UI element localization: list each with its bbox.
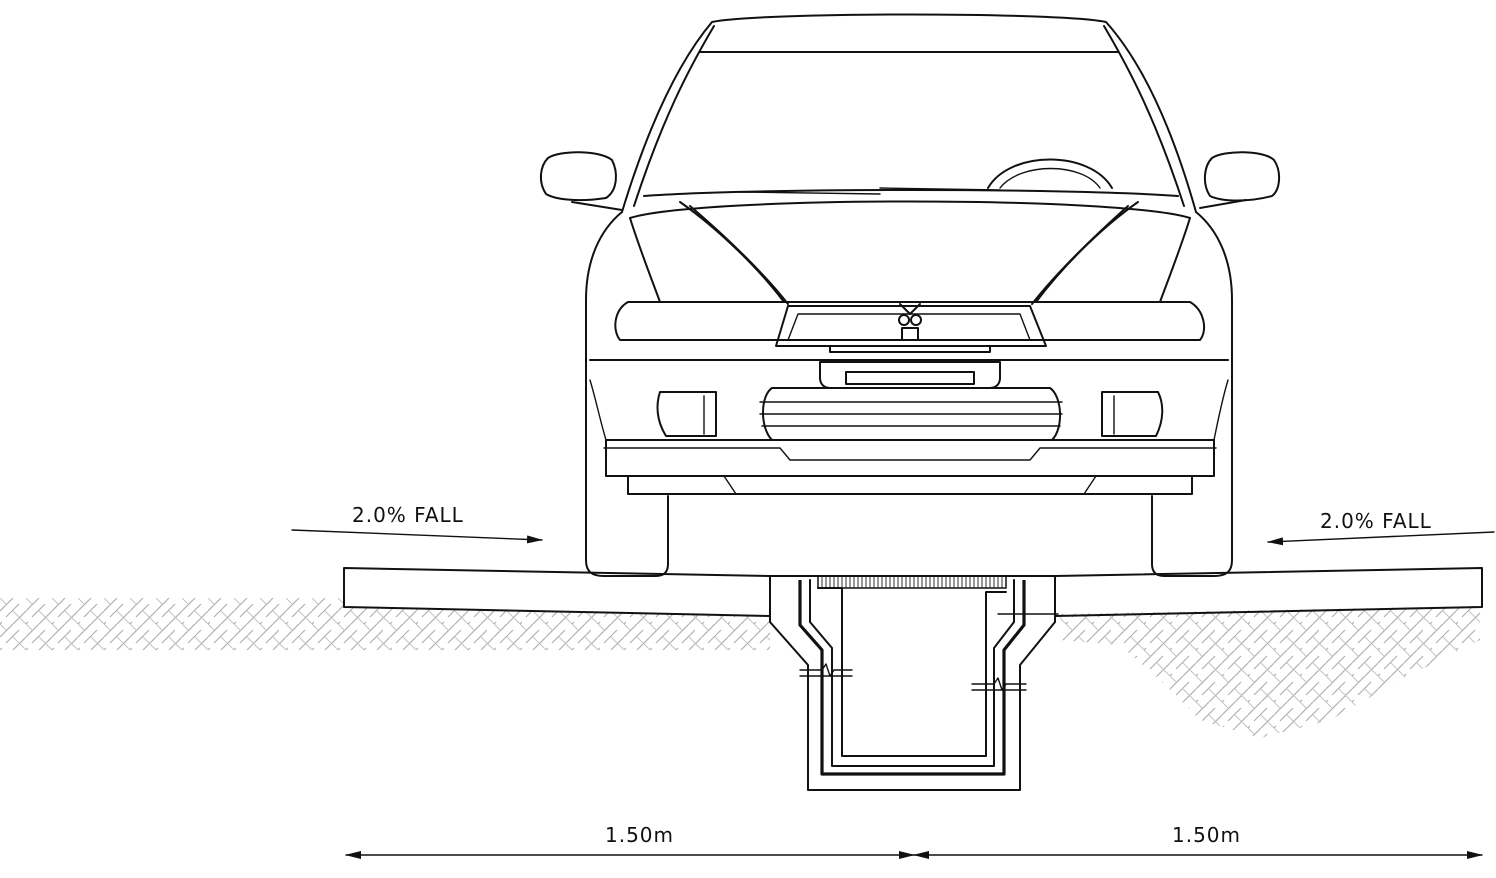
car-front-view: [540, 13, 1280, 577]
ground-hatching: [0, 598, 1480, 738]
fall-arrow-left: [291, 529, 543, 544]
fall-annotation-left: 2.0% FALL: [291, 503, 543, 544]
fall-label-right: 2.0% FALL: [1320, 509, 1432, 533]
dimension-label-left: 1.50m: [605, 823, 674, 847]
drain-channel: [769, 575, 1059, 791]
left-mirror: [540, 151, 617, 202]
fall-arrow-right: [1267, 531, 1495, 546]
dimension-left: 1.50m: [345, 823, 915, 859]
dimension-label-right: 1.50m: [1172, 823, 1241, 847]
dimension-right: 1.50m: [913, 823, 1483, 859]
right-mirror: [1204, 151, 1280, 202]
drain-grate: [817, 575, 1007, 589]
fall-label-left: 2.0% FALL: [352, 503, 464, 527]
pavement-slab: [343, 567, 1483, 617]
fall-annotation-right: 2.0% FALL: [1267, 509, 1495, 546]
